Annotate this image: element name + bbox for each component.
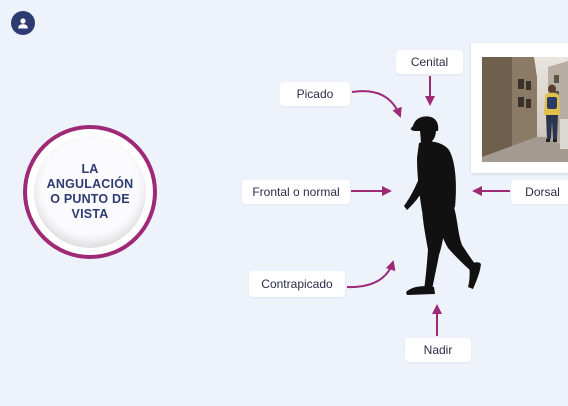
label-dorsal: Dorsal bbox=[511, 180, 568, 204]
picado-arrow bbox=[351, 90, 402, 118]
person-silhouette bbox=[404, 116, 481, 295]
user-avatar-button[interactable] bbox=[11, 11, 35, 35]
label-contrapicado: Contrapicado bbox=[249, 271, 345, 297]
label-cenital: Cenital bbox=[396, 50, 463, 74]
label-nadir: Nadir bbox=[405, 338, 471, 362]
label-frontal: Frontal o normal bbox=[242, 180, 350, 204]
dorsal-photo bbox=[482, 57, 568, 162]
dorsal-photo-card bbox=[471, 43, 568, 173]
diagram-title: LA ANGULACIÓN O PUNTO DE VISTA bbox=[46, 162, 134, 221]
user-icon bbox=[18, 18, 28, 29]
contrapicado-arrow bbox=[346, 260, 396, 289]
label-picado: Picado bbox=[280, 82, 350, 106]
title-circle: LA ANGULACIÓN O PUNTO DE VISTA bbox=[23, 125, 157, 259]
